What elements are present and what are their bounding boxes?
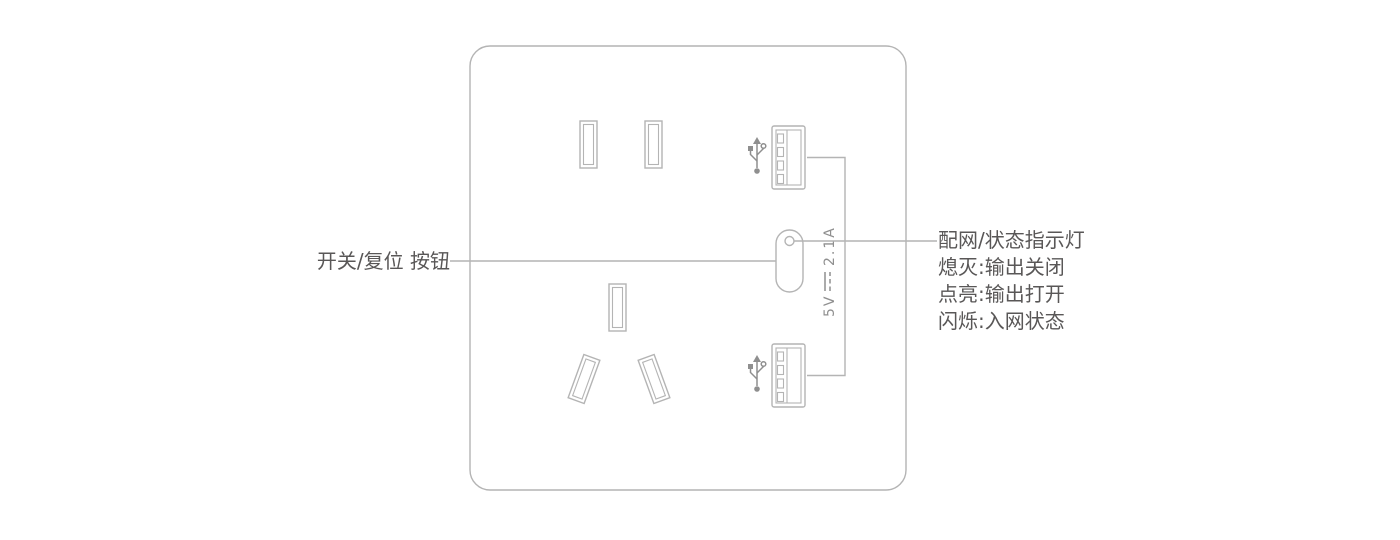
- socket-faceplate: [469, 45, 907, 491]
- indicator-title: 配网/状态指示灯: [938, 228, 1085, 252]
- three-pin-socket: [567, 283, 671, 405]
- two-pin-slot-left: [579, 120, 598, 169]
- indicator-state-off: 熄灭:输出关闭: [938, 255, 1065, 279]
- usb-receptacle: [771, 125, 806, 190]
- indicator-state-blink: 闪烁:入网状态: [938, 309, 1065, 333]
- two-pin-slot-right: [644, 120, 663, 169]
- usb-receptacle: [771, 343, 806, 408]
- three-pin-slot-right: [637, 353, 671, 405]
- switch-reset-label: 开关/复位 按钮: [316, 249, 450, 273]
- usb-rating-current: 2.1A: [822, 226, 838, 266]
- indicator-label-block: 配网/状态指示灯 熄灭:输出关闭 点亮:输出打开 闪烁:入网状态: [938, 227, 1085, 335]
- three-pin-slot-left: [567, 353, 601, 405]
- dc-current-icon: [824, 272, 831, 291]
- status-indicator-light: [784, 235, 795, 247]
- switch-reset-button: [775, 229, 804, 293]
- usb-rating-voltage: 5V: [822, 295, 838, 317]
- three-pin-earth-slot: [608, 283, 627, 332]
- indicator-state-on: 点亮:输出打开: [938, 282, 1065, 306]
- usb-bracket-line: [807, 156, 846, 377]
- usb-rating: 5V 2.1A: [822, 226, 838, 317]
- two-pin-socket: [579, 120, 663, 169]
